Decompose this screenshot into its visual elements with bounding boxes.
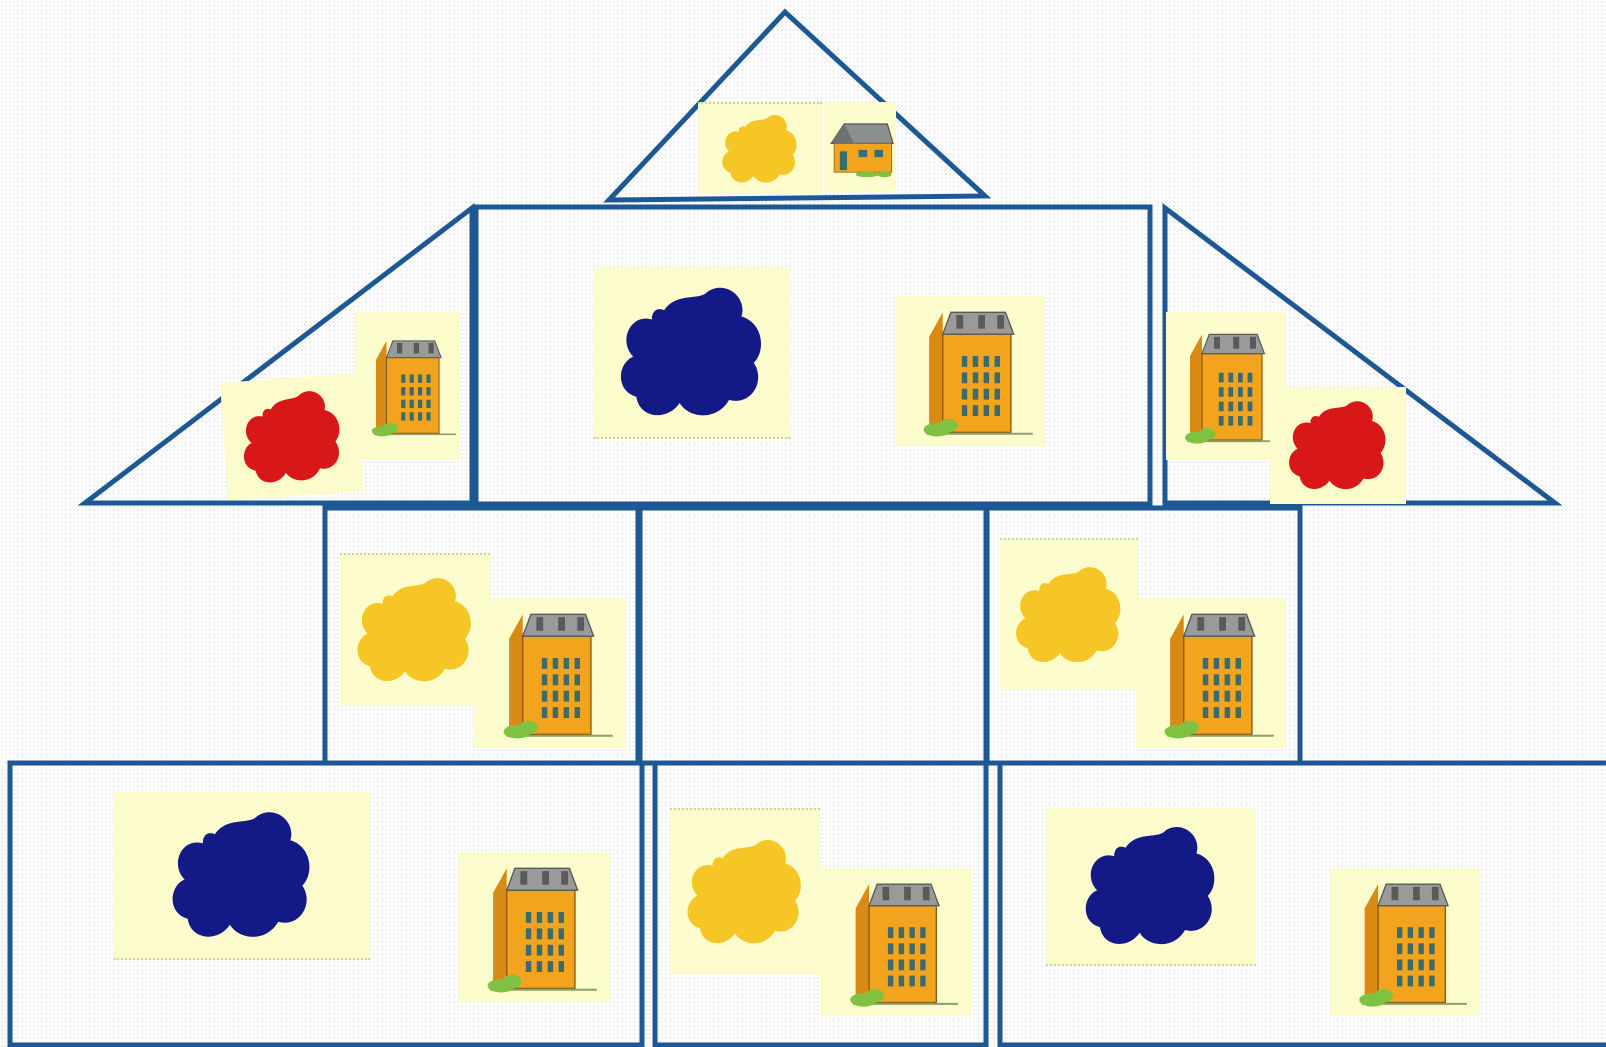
blue-color-blob-icon xyxy=(1046,808,1256,966)
small-house-icon xyxy=(824,102,896,192)
red-color-blob-icon xyxy=(220,373,364,500)
apartment-building-icon xyxy=(474,598,626,748)
apartment-building-icon xyxy=(820,868,972,1016)
apartment-building-icon xyxy=(1330,868,1480,1016)
upper-center-cell xyxy=(476,207,1150,504)
apartment-building-icon xyxy=(458,852,610,1002)
yellow-color-blob-icon xyxy=(340,553,490,705)
apartment-building-icon xyxy=(1166,312,1286,460)
red-color-blob-icon xyxy=(1270,387,1406,504)
yellow-color-blob-icon xyxy=(1000,538,1138,690)
blue-color-blob-icon xyxy=(594,267,790,439)
apartment-building-icon xyxy=(355,312,460,460)
yellow-color-blob-icon xyxy=(698,102,822,194)
middle-center-cell xyxy=(640,508,986,763)
apartment-building-icon xyxy=(1136,598,1286,748)
apartment-building-icon xyxy=(895,296,1045,446)
yellow-color-blob-icon xyxy=(670,808,820,974)
blue-color-blob-icon xyxy=(114,792,370,960)
